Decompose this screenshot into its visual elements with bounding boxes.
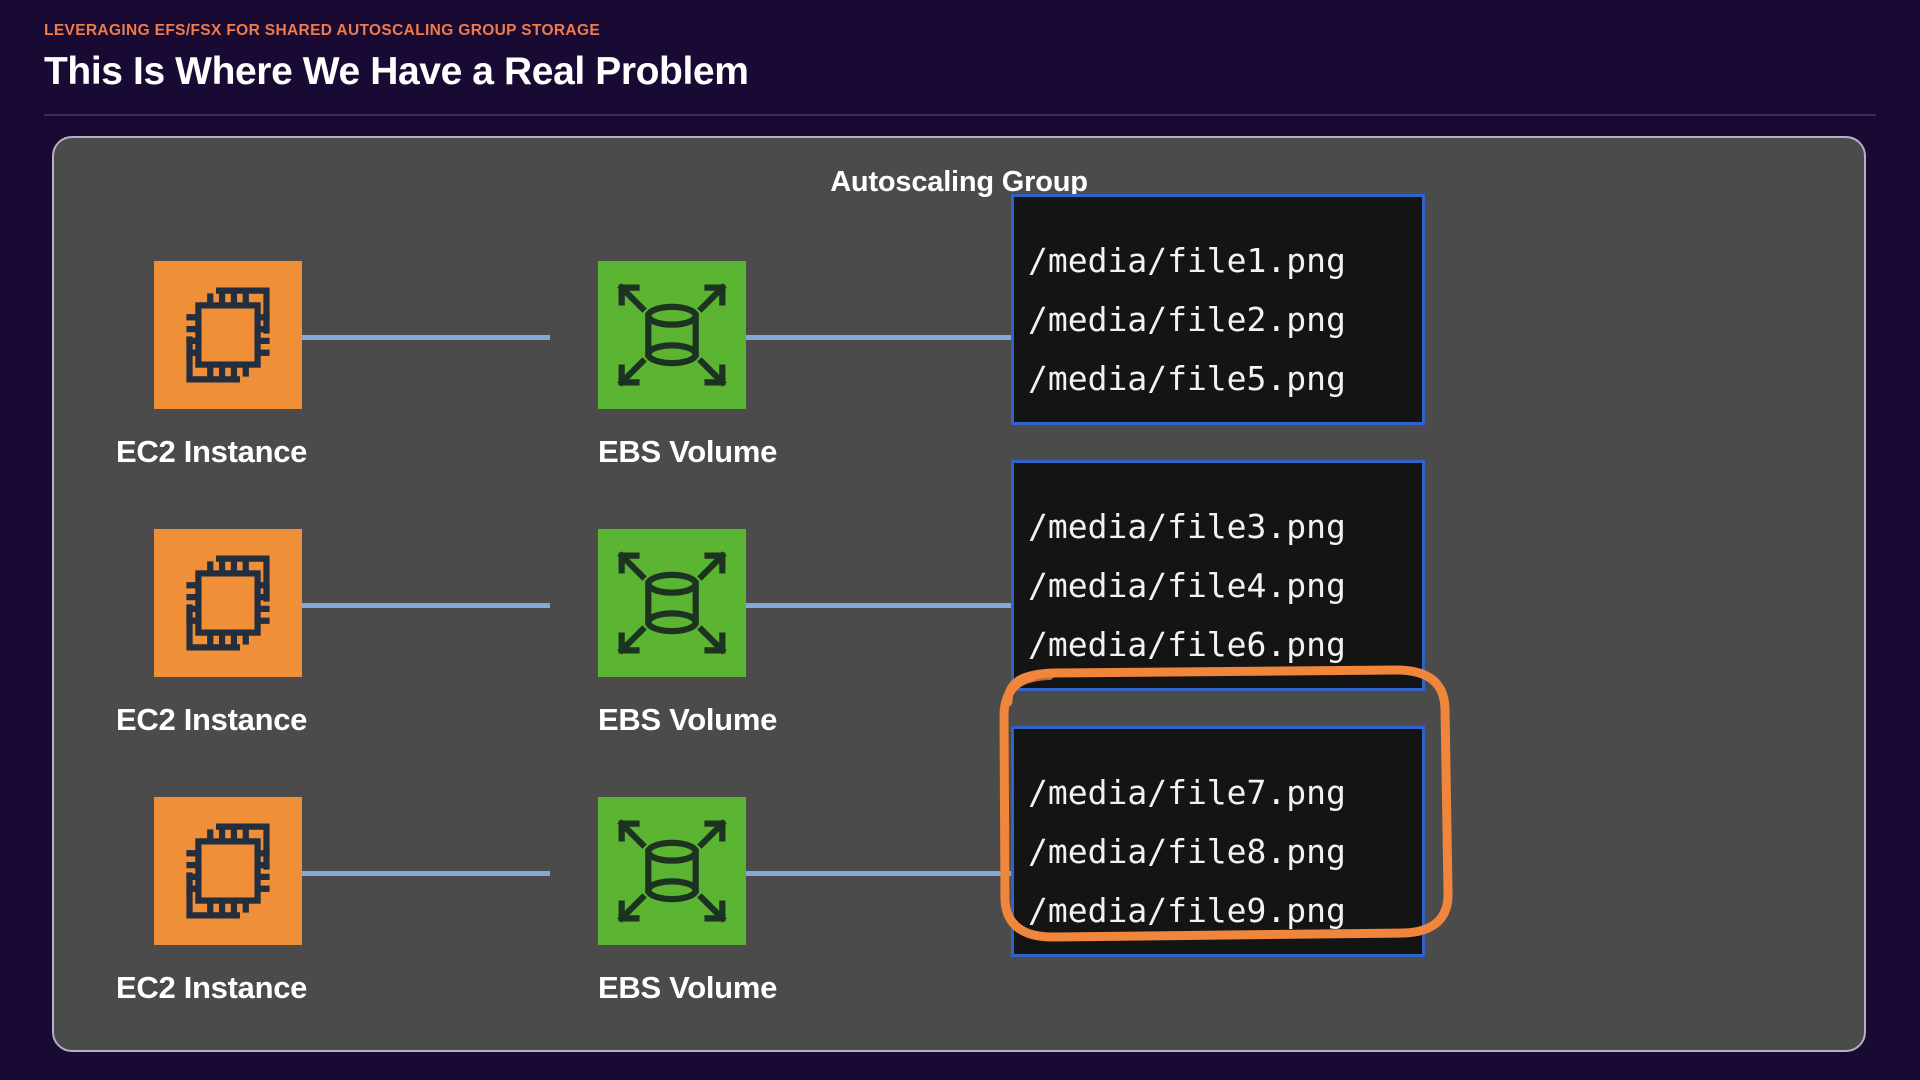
file-path-line: /media/file4.png <box>1028 566 1346 605</box>
ebs-volume-icon[interactable] <box>598 261 746 409</box>
file-list-box: /media/file1.png /media/file2.png /media… <box>1011 194 1425 425</box>
page-header: LEVERAGING EFS/FSX FOR SHARED AUTOSCALIN… <box>44 22 1876 95</box>
architecture-diagram: EC2 Instance EBS Volume <box>54 138 1868 1054</box>
ebs-volume-icon[interactable] <box>598 529 746 677</box>
file-path-line: /media/file2.png <box>1028 300 1346 339</box>
autoscaling-group-title: Autoscaling Group <box>830 166 1088 198</box>
eyebrow-text: LEVERAGING EFS/FSX FOR SHARED AUTOSCALIN… <box>44 22 601 39</box>
connector-ec2-to-ebs <box>302 603 550 608</box>
ec2-instance-icon[interactable] <box>154 529 302 677</box>
file-list-box: /media/file3.png /media/file4.png /media… <box>1011 460 1425 691</box>
ebs-volume-label: EBS Volume <box>598 702 778 737</box>
connector-ec2-to-ebs <box>302 871 550 876</box>
ebs-volume-icon[interactable] <box>598 797 746 945</box>
file-path-line: /media/file8.png <box>1028 832 1346 871</box>
ec2-instance-label: EC2 Instance <box>116 702 308 737</box>
ec2-instance-label: EC2 Instance <box>116 434 308 469</box>
ec2-instance-icon[interactable] <box>154 261 302 409</box>
connector-ebs-to-files <box>746 335 1014 340</box>
file-path-line: /media/file1.png <box>1028 241 1346 280</box>
ec2-instance-icon[interactable] <box>154 797 302 945</box>
ec2-instance-label: EC2 Instance <box>116 970 308 1005</box>
file-list-box: /media/file7.png /media/file8.png /media… <box>1011 726 1425 957</box>
header-divider <box>44 114 1876 116</box>
file-path-line: /media/file7.png <box>1028 773 1346 812</box>
autoscaling-group-panel: Autoscaling Group E <box>52 136 1866 1052</box>
ebs-volume-label: EBS Volume <box>598 434 778 469</box>
connector-ec2-to-ebs <box>302 335 550 340</box>
connector-ebs-to-files <box>746 603 1014 608</box>
ebs-volume-label: EBS Volume <box>598 970 778 1005</box>
file-path-line: /media/file6.png <box>1028 625 1346 664</box>
file-path-line: /media/file9.png <box>1028 891 1346 930</box>
page-title: This Is Where We Have a Real Problem <box>44 50 749 94</box>
connector-ebs-to-files <box>746 871 1014 876</box>
file-path-line: /media/file5.png <box>1028 359 1346 398</box>
file-path-line: /media/file3.png <box>1028 507 1346 546</box>
